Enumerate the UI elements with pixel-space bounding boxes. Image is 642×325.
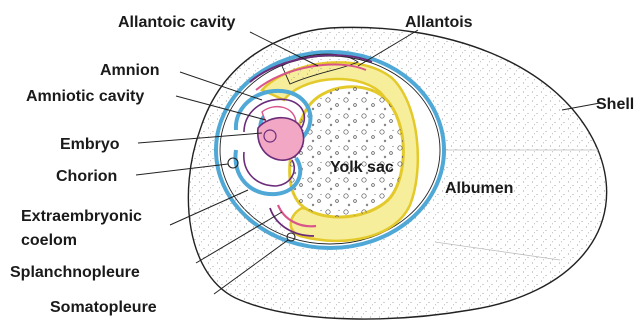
label-allantois: Allantois (405, 14, 473, 31)
embryo-head (264, 130, 276, 142)
label-shell: Shell (596, 96, 634, 113)
label-embryo: Embryo (60, 136, 120, 153)
label-amnion: Amnion (100, 62, 160, 79)
label-extraembryonic: Extraembryonic (21, 208, 142, 225)
label-yolk-sac: Yolk sac (330, 159, 394, 176)
label-chorion: Chorion (56, 168, 117, 185)
label-albumen: Albumen (445, 180, 513, 197)
label-amniotic-cavity: Amniotic cavity (26, 88, 144, 105)
label-allantoic-cavity: Allantoic cavity (118, 14, 235, 31)
label-splanchnopleure: Splanchnopleure (10, 264, 140, 281)
label-coelom: coelom (21, 232, 77, 249)
label-somatopleure: Somatopleure (50, 299, 157, 316)
